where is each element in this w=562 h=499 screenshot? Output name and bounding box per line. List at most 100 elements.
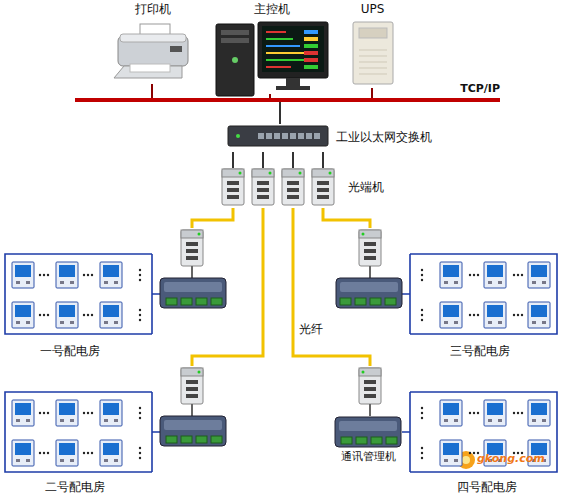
icon-part	[266, 45, 300, 47]
ellipsis-dot	[39, 452, 41, 454]
icon-part	[340, 282, 398, 292]
icon-part	[186, 380, 198, 384]
icon-part	[16, 459, 20, 462]
ellipsis-dot	[139, 447, 141, 449]
icon-part	[371, 437, 382, 444]
icon-part	[304, 51, 318, 55]
icon-part	[312, 169, 334, 205]
icon-part	[227, 195, 239, 199]
icon-part	[26, 419, 30, 422]
ellipsis-dot	[513, 314, 515, 316]
icon-part	[276, 86, 310, 90]
icon-part	[353, 22, 393, 84]
icon-part	[181, 230, 203, 266]
icon-part	[269, 172, 272, 175]
ellipsis-dot	[421, 319, 423, 321]
device-label: 通讯管理机	[334, 450, 402, 464]
ellipsis-dot	[477, 412, 479, 414]
ellipsis-dot	[139, 274, 141, 276]
ellipsis-dot	[139, 457, 141, 459]
icon-part	[103, 443, 119, 455]
icon-part	[532, 281, 536, 284]
icon-part	[181, 368, 203, 404]
device-label: 主控机	[212, 2, 332, 16]
rs485-bus	[402, 392, 557, 472]
comm-manager-body	[160, 416, 226, 446]
meter-icon	[528, 400, 550, 426]
ellipsis-dot	[139, 319, 141, 321]
connector	[192, 208, 233, 228]
host-computer: 主控机	[212, 0, 332, 94]
room-group	[336, 230, 557, 334]
ellipsis-dot	[87, 314, 89, 316]
icon-part	[364, 242, 376, 246]
patch-cable	[369, 266, 371, 278]
icon-part	[317, 181, 329, 185]
icon-part	[487, 265, 503, 277]
icon-part	[443, 443, 459, 455]
ellipsis-dot	[517, 412, 519, 414]
icon-part	[355, 298, 366, 305]
ellipsis-dot	[87, 274, 89, 276]
room-group	[5, 230, 226, 334]
icon-part	[312, 169, 334, 177]
meter-icon	[56, 400, 78, 426]
icon-part	[103, 305, 119, 317]
icon-part	[70, 419, 74, 422]
patch-cable	[191, 266, 193, 278]
icon-part	[370, 298, 381, 305]
icon-part	[59, 265, 75, 277]
icon-part	[542, 321, 546, 324]
icon-part	[114, 419, 118, 422]
icon-part	[487, 305, 503, 317]
comm-manager-icon	[334, 416, 402, 448]
ellipsis-dot	[521, 274, 523, 276]
icon-part	[60, 419, 64, 422]
meter-icon	[528, 302, 550, 328]
icon-part	[181, 436, 192, 443]
icon-part	[266, 52, 307, 54]
icon-part	[488, 419, 492, 422]
icon-part	[239, 172, 242, 175]
icon-part	[304, 44, 318, 48]
distribution-room-illustration	[322, 228, 562, 364]
icon-part	[70, 281, 74, 284]
icon-part	[443, 403, 459, 415]
ellipsis-dot	[421, 274, 423, 276]
icon-part	[498, 281, 502, 284]
icon-part	[487, 403, 503, 415]
ellipsis-dot	[469, 314, 471, 316]
icon-part	[181, 230, 203, 238]
device-label: 打印机	[110, 2, 195, 16]
ellipsis-dot	[473, 452, 475, 454]
icon-part	[221, 38, 249, 43]
ellipsis-dot	[139, 269, 141, 271]
patch-cable	[191, 404, 193, 416]
meter-icon	[484, 262, 506, 288]
icon-part	[114, 459, 118, 462]
meter-icon	[484, 302, 506, 328]
icon-part	[59, 305, 75, 317]
icon-part	[164, 420, 222, 430]
icon-part	[454, 281, 458, 284]
ups: UPS	[345, 0, 400, 88]
icon-part	[359, 74, 387, 75]
comm-manager-body	[160, 278, 226, 308]
watermark: gkong.com	[477, 452, 545, 466]
ellipsis-dot	[139, 314, 141, 316]
icon-part	[164, 282, 222, 292]
ellipsis-dot	[39, 412, 41, 414]
icon-part	[16, 281, 20, 284]
icon-part	[59, 403, 75, 415]
bus-label: TCP/IP	[460, 82, 500, 96]
ellipsis-dot	[139, 452, 141, 454]
distribution-room: 四号配电房通讯管理机	[322, 366, 562, 499]
ellipsis-dot	[83, 412, 85, 414]
connector	[323, 208, 370, 228]
device-label: UPS	[345, 2, 400, 16]
ellipsis-dot	[421, 309, 423, 311]
meter-icon	[100, 440, 122, 466]
meter-icon	[100, 400, 122, 426]
ellipsis-dot	[473, 314, 475, 316]
